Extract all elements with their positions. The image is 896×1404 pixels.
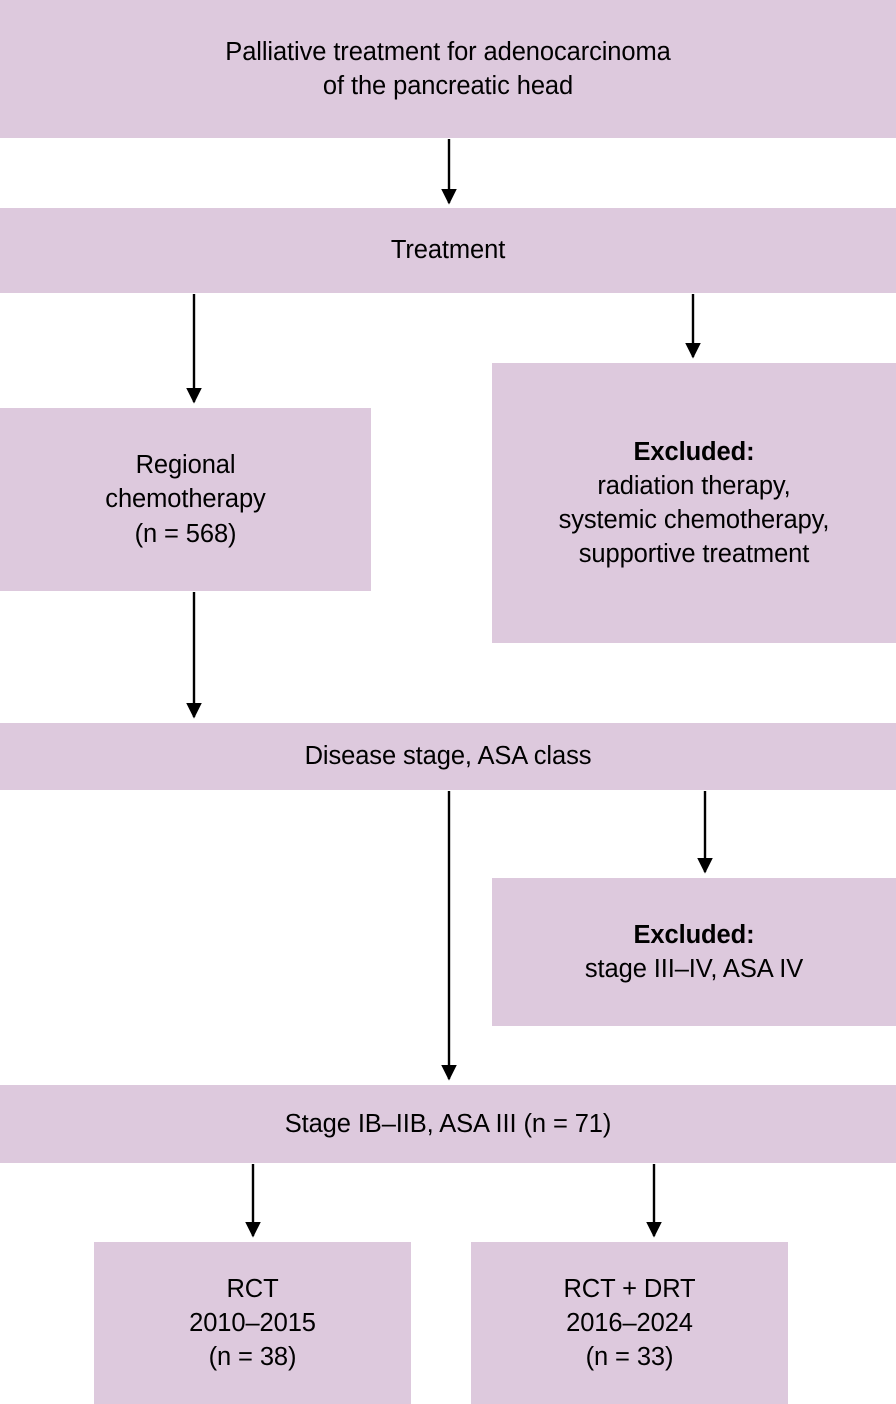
node-treatment: Treatment [0, 208, 896, 293]
node-rct-drt-count: (n = 33) [585, 1343, 674, 1372]
node-stage-included-line-1: Stage IB–IIB, ASA III (n = 71) [284, 1109, 612, 1138]
node-excluded-treatment-line-3: supportive treatment [578, 540, 810, 569]
node-rct-drt-text: RCT + DRT 2016–2024 (n = 33) [471, 1272, 788, 1374]
node-rct-line-1: RCT [226, 1274, 279, 1303]
node-stage-included: Stage IB–IIB, ASA III (n = 71) [0, 1085, 896, 1163]
node-title-text: Palliative treatment for adenocarcinoma … [0, 35, 896, 103]
node-treatment-line-1: Treatment [390, 236, 506, 265]
node-rct-drt-line-1: RCT + DRT [563, 1274, 696, 1303]
node-rct-drt: RCT + DRT 2016–2024 (n = 33) [471, 1242, 788, 1404]
node-excluded-stage-heading: Excluded: [633, 920, 755, 949]
node-regional-chemotherapy-text: Regional chemotherapy (n = 568) [0, 448, 371, 550]
node-excluded-treatment: Excluded: radiation therapy, systemic ch… [492, 363, 896, 643]
node-stage-included-text: Stage IB–IIB, ASA III (n = 71) [0, 1107, 896, 1141]
node-title-line-2: of the pancreatic head [322, 72, 574, 100]
node-regional-line-1: Regional [135, 451, 236, 480]
node-treatment-text: Treatment [0, 233, 896, 267]
node-rct-text: RCT 2010–2015 (n = 38) [94, 1272, 411, 1374]
node-excluded-treatment-line-1: radiation therapy, [597, 471, 791, 500]
node-disease-stage: Disease stage, ASA class [0, 723, 896, 790]
node-title: Palliative treatment for adenocarcinoma … [0, 0, 896, 138]
node-excluded-stage-text: Excluded: stage III–IV, ASA IV [492, 918, 896, 986]
node-rct: RCT 2010–2015 (n = 38) [94, 1242, 411, 1404]
node-title-line-1: Palliative treatment for adenocarcinoma [225, 37, 671, 66]
node-disease-stage-text: Disease stage, ASA class [0, 739, 896, 773]
node-regional-count: (n = 568) [134, 519, 237, 548]
node-regional-chemotherapy: Regional chemotherapy (n = 568) [0, 408, 371, 591]
node-excluded-stage-line-1: stage III–IV, ASA IV [584, 955, 804, 983]
node-rct-period: 2010–2015 [189, 1308, 316, 1337]
node-regional-line-2: chemotherapy [105, 485, 266, 514]
node-rct-drt-period: 2016–2024 [566, 1308, 693, 1337]
node-excluded-treatment-line-2: systemic chemotherapy, [558, 506, 830, 534]
node-excluded-treatment-text: Excluded: radiation therapy, systemic ch… [492, 435, 896, 572]
node-rct-count: (n = 38) [208, 1343, 297, 1372]
node-disease-stage-line-1: Disease stage, ASA class [304, 742, 592, 771]
node-excluded-treatment-heading: Excluded: [633, 437, 755, 466]
node-excluded-stage: Excluded: stage III–IV, ASA IV [492, 878, 896, 1026]
